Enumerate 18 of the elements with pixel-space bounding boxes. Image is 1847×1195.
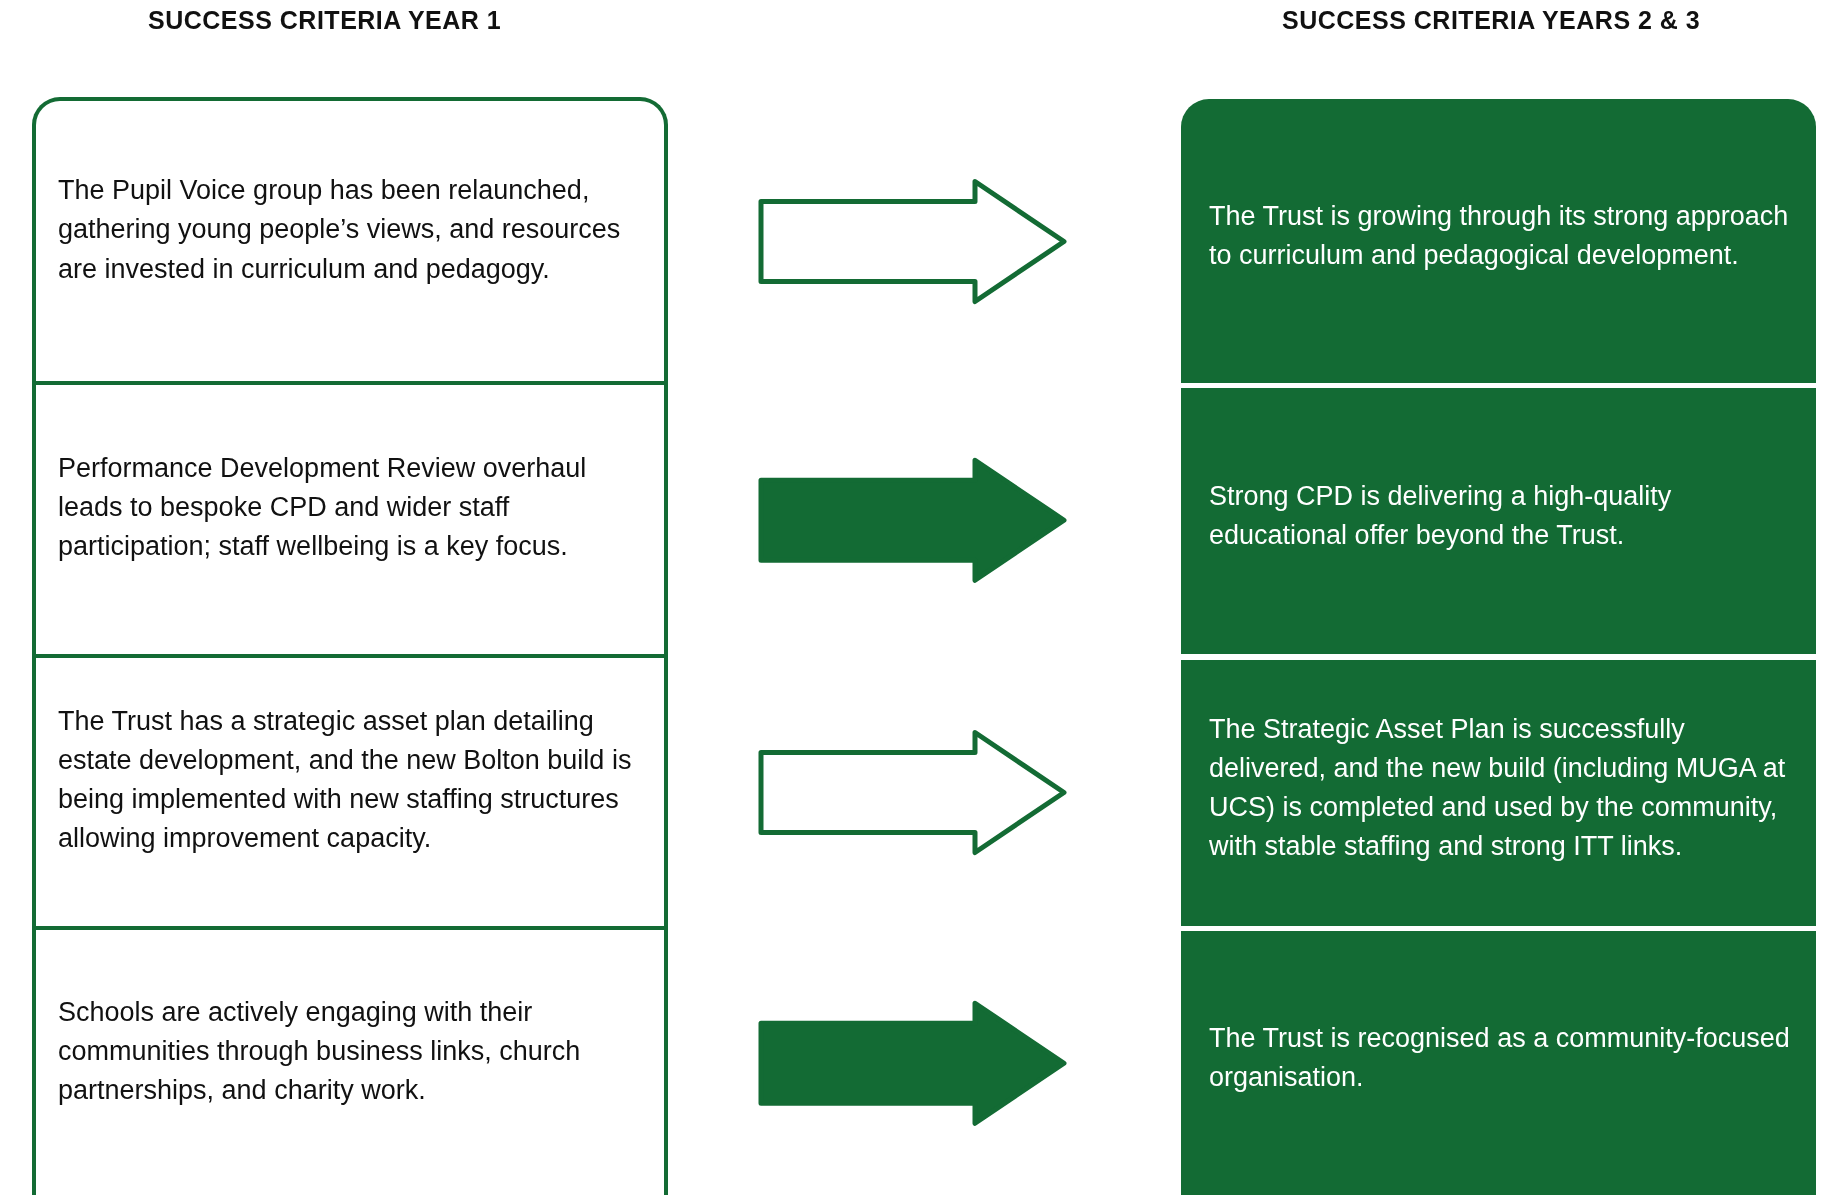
box-text: The Trust has a strategic asset plan detailing estate development, and the new Bolton build is being implemented with new staffing structures allowing improvement capacity.: [58, 704, 633, 856]
block-arrow: [758, 730, 1067, 855]
column-heading: SUCCESS CRITERIA YEAR 1: [148, 6, 502, 35]
outcome-box: [1181, 931, 1816, 1195]
box-text: Strong CPD is delivering a high-quality educational offer beyond the Trust.: [1209, 479, 1673, 552]
column-heading: SUCCESS CRITERIA YEARS 2 & 3: [1282, 6, 1701, 35]
box-text: The Trust is growing through its strong approach to curriculum and pedagogical development.: [1209, 199, 1790, 272]
outcome-box: [1181, 99, 1816, 383]
box-text: The Trust is recognised as a community-focused organisation.: [1209, 1021, 1791, 1094]
block-arrow: [758, 179, 1067, 304]
block-arrow: [758, 1000, 1067, 1126]
block-arrow: [758, 457, 1067, 583]
outcome-box: [1181, 660, 1816, 926]
outcome-box: [1181, 388, 1816, 654]
box-text: Schools are actively engaging with their communities through business links, church partnerships, and charity work.: [58, 995, 582, 1108]
box-text: The Strategic Asset Plan is successfully delivered, and the new build (including MUGA at UCS) is completed and used by the community, with stable staffing and strong ITT links.: [1209, 712, 1787, 864]
box-text: Performance Development Review overhaul leads to bespoke CPD and wider staff participation; staff wellbeing is a key focus.: [58, 451, 588, 564]
box-text: The Pupil Voice group has been relaunched, gathering young people’s views, and resources are invested in curriculum and pedagogy.: [58, 174, 622, 286]
